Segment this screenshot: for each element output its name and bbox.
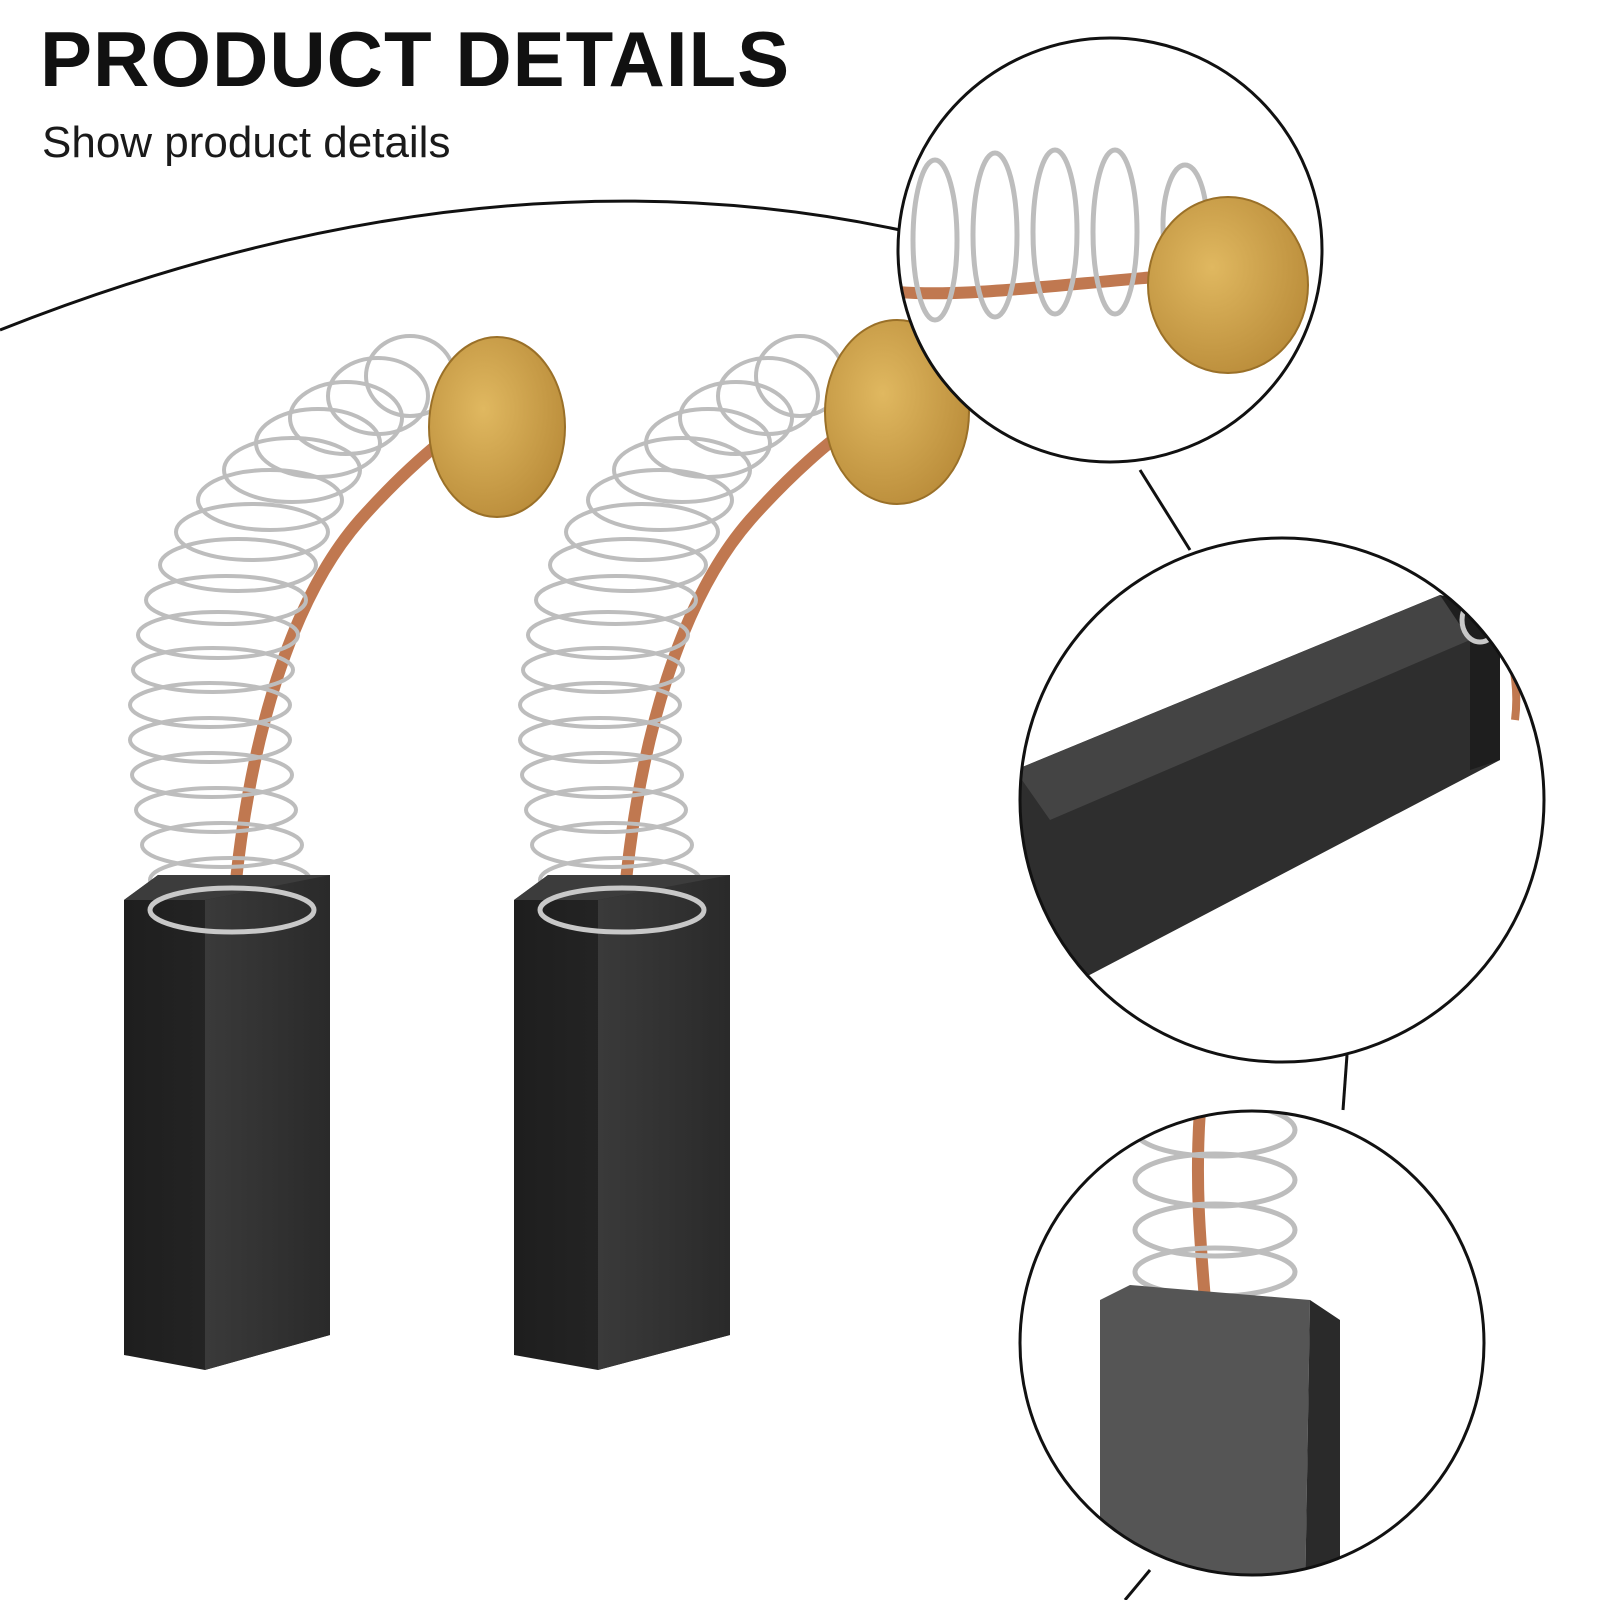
connector-line-3 — [1123, 1569, 1152, 1600]
detail-view-carbon-side — [1018, 536, 1546, 1064]
page-title: PRODUCT DETAILS — [40, 15, 791, 103]
spring-1 — [128, 334, 456, 904]
page-subtitle: Show product details — [42, 118, 451, 167]
background-arc — [0, 199, 901, 332]
connector-line-1 — [1138, 469, 1192, 551]
carbon-brush-1 — [124, 334, 566, 1370]
detail-view-spring-plate — [896, 36, 1324, 464]
spring-2 — [518, 334, 846, 904]
contact-plate-1 — [428, 336, 566, 518]
connector-line-2 — [1341, 1054, 1349, 1111]
detail-view-carbon-end — [1018, 1109, 1486, 1577]
carbon-brush-2 — [514, 319, 970, 1370]
